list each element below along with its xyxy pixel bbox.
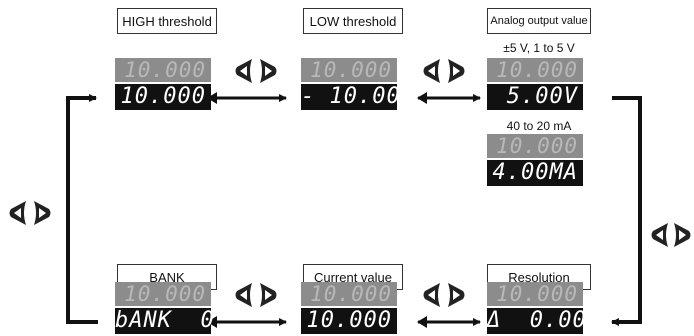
right-loop-line [611,96,642,326]
display-bottom-value: 5.00V [487,84,583,110]
left-key-icon[interactable] [6,200,28,226]
display-bank: 10.000 bANK 0 [115,282,215,334]
display-top-value: 10.000 [115,58,211,82]
display-bottom-value: 10.000 [301,308,397,334]
caption-voltage-range: ±5 V, 1 to 5 V [503,41,575,55]
right-key-icon[interactable] [32,200,54,226]
display-bottom-value: 10.000 [115,84,211,110]
left-key-icon[interactable] [232,58,254,84]
display-analog-current: 10.000 4.00MA [487,134,583,186]
display-bottom-value: Δ 0.000 [487,308,601,334]
arrowhead-bottom-2 [417,316,427,328]
display-high-threshold: 10.000 10.000 [115,58,211,110]
display-top-value: 10.000 [301,282,397,306]
display-analog-voltage: 10.000 5.00V [487,58,583,110]
display-low-threshold: 10.000 - 10.000 [301,58,415,110]
display-current-value: 10.000 10.000 [301,282,397,334]
left-key-icon[interactable] [420,282,442,308]
keypair-left-side[interactable] [6,200,54,226]
arrowhead-top-2 [417,92,427,104]
left-key-icon[interactable] [648,222,670,248]
label-analog-output-value: Analog output value [487,8,591,34]
arrowhead-bottom-1 [207,316,217,328]
display-top-value: 10.000 [487,58,583,82]
caption-current-range: 40 to 20 mA [506,119,572,133]
display-top-value: 10.000 [487,134,583,158]
display-top-value: 10.000 [301,58,397,82]
display-bottom-value: 4.00MA [487,160,583,186]
keypair-top-1[interactable] [232,58,280,84]
left-key-icon[interactable] [232,282,254,308]
right-key-icon[interactable] [258,58,280,84]
right-key-icon[interactable] [258,282,280,308]
right-key-icon[interactable] [446,58,468,84]
keypair-bottom-1[interactable] [232,282,280,308]
keypair-top-2[interactable] [420,58,468,84]
display-top-value: 10.000 [487,282,583,306]
label-low-threshold: LOW threshold [303,8,403,34]
display-top-value: 10.000 [115,282,211,306]
display-bottom-value: - 10.000 [301,84,415,110]
left-loop-line [66,94,98,324]
label-high-threshold: HIGH threshold [117,8,217,34]
left-key-icon[interactable] [420,58,442,84]
right-key-icon[interactable] [672,222,694,248]
keypair-right-side[interactable] [648,222,694,248]
keypair-bottom-2[interactable] [420,282,468,308]
display-resolution: 10.000 Δ 0.000 [487,282,601,334]
display-bottom-value: bANK 0 [115,308,215,334]
arrowhead-top-1 [207,92,217,104]
right-key-icon[interactable] [446,282,468,308]
